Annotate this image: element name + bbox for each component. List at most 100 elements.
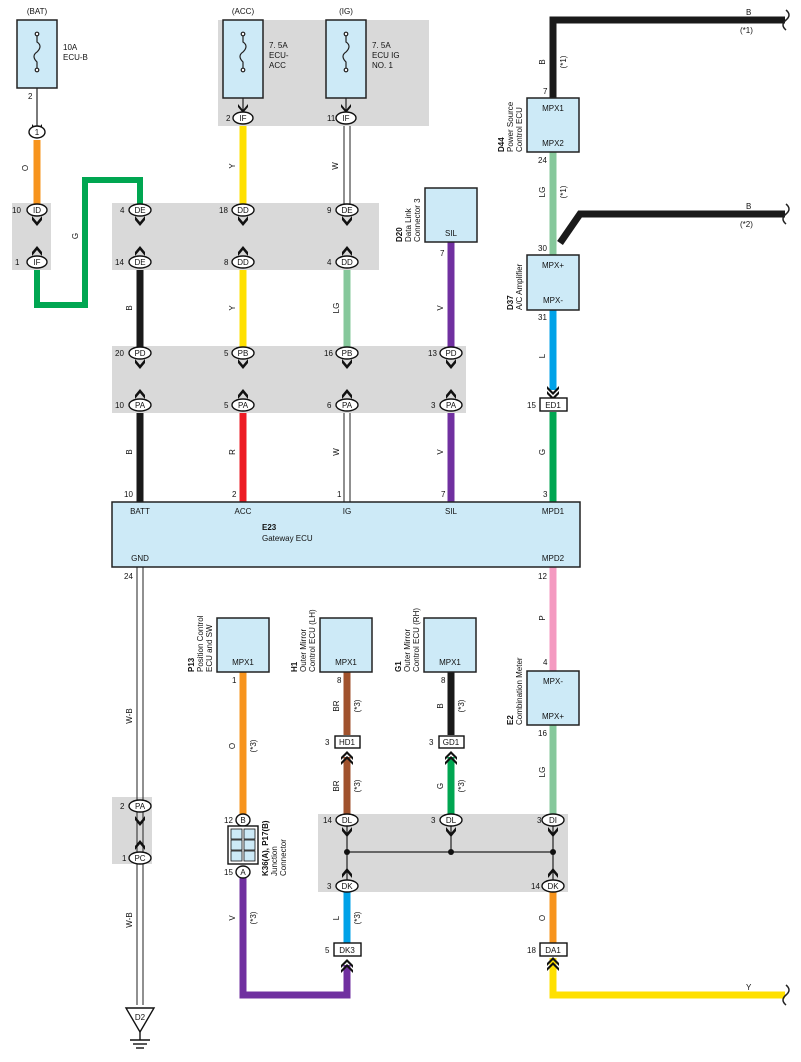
power-ig-label: (IG) [339,7,353,16]
connector-label: DD [237,258,249,267]
connector-label: DE [134,206,145,215]
wires [33,16,785,1005]
connector-label: A [240,868,246,877]
connector-label: DE [134,258,145,267]
fuse-ecu-acc-name: ECU- [269,51,289,60]
fuse-ecu-ig-name2: NO. 1 [372,61,393,70]
g1-name1: Outer Mirror [403,629,412,672]
power-acc-label: (ACC) [232,7,255,16]
wire-color-label: Y [746,983,752,992]
wire-note-label: (*3) [249,911,258,924]
pin-label: 3 [429,738,434,747]
d20-name2: Connector 3 [413,198,422,242]
wire-color-label: B [746,8,751,17]
grey-regions [12,20,568,892]
wire-color-label: LG [538,767,547,778]
pin-label: 2 [120,802,125,811]
h1-name2: Control ECU (LH) [308,609,317,672]
wire-color-label: V [228,915,237,921]
pin-label: 4 [543,658,548,667]
wire-color-label: LG [538,187,547,198]
connector-label: HD1 [339,738,356,747]
pin-label: 1 [15,258,20,267]
h1-name1: Outer Mirror [299,629,308,672]
labels: (BAT) (ACC) (IG) 10A ECU-B 7. 5A ECU- AC… [12,7,753,1022]
d37-pin1: MPX+ [542,261,564,270]
gateway-pin-mpd2: MPD2 [542,554,565,563]
wire-color-label: R [228,449,237,455]
wire-color-label: BR [332,700,341,711]
pin-label: 2 [232,490,237,499]
pin-label: 18 [527,946,536,955]
p13-pin: MPX1 [232,658,254,667]
wire-note-label: (*2) [740,220,753,229]
wire-color-label: W [332,448,341,456]
g1-code: G1 [394,661,403,672]
connector-label: PB [238,349,249,358]
pin-label: 14 [323,816,332,825]
wire-color-label: B [436,703,445,708]
wire-note-label: (*3) [249,739,258,752]
pin-label: 10 [124,490,133,499]
gateway-pin-acc: ACC [235,507,252,516]
junction-name1: Junction [270,846,279,876]
wire-color-label: O [228,743,237,749]
pin-label: 10 [115,401,124,410]
d20-code: D20 [395,227,404,242]
wire-break-marks [782,9,790,1006]
pin-label: 7 [543,87,548,96]
pin-label: 20 [115,349,124,358]
connector-label: PD [445,349,456,358]
pin-label: 5 [325,946,330,955]
wire-note-label: (*1) [740,26,753,35]
d44-code: D44 [497,137,506,152]
d44-pin2: MPX2 [542,139,564,148]
pin-label: 3 [327,882,332,891]
pin-label: 6 [327,401,332,410]
connector-label: DK3 [339,946,355,955]
connector-label: PA [135,401,146,410]
connector-label: B [240,816,245,825]
fuse-ecu-acc-rating: 7. 5A [269,41,288,50]
junction-name2: Connector [279,839,288,876]
gateway-code: E23 [262,523,277,532]
pin-label: 8 [224,258,229,267]
wire-color-label: B [538,59,547,64]
pin-label: 13 [428,349,437,358]
wire-color-label: B [746,202,751,211]
fuse-ecu-ig-rating: 7. 5A [372,41,391,50]
pin-label: 15 [224,868,233,877]
component-boxes [16,19,581,726]
pin-label: 10 [12,206,21,215]
connector-label: DA1 [545,946,561,955]
pin-label: 16 [538,729,547,738]
connector-label: DD [341,258,353,267]
connector-label: PC [134,854,145,863]
gateway-pin-sil: SIL [445,507,458,516]
wire-note-label: (*1) [559,55,568,68]
gateway-name: Gateway ECU [262,534,313,543]
wire-note-label: (*3) [353,779,362,792]
connector-label: 1 [35,128,40,137]
wire-color-label: L [332,915,341,920]
pin-label: 24 [538,156,547,165]
e2-pin2: MPX+ [542,712,564,721]
pin-label: 16 [324,349,333,358]
wire-color-label: Y [228,163,237,169]
connector-label: ID [33,206,41,215]
wire-color-label: V [436,449,445,455]
rotated-wire-labels: O G Y W B Y LG V B R W V B (*1) LG (*1) … [21,55,568,927]
pin-label: 12 [224,816,233,825]
pin-label: 18 [219,206,228,215]
pin-label: 30 [538,244,547,253]
pin-label: 3 [431,816,436,825]
p13-name1: Position Control [196,615,205,672]
pin-label: 9 [327,206,332,215]
e2-pin1: MPX- [543,677,563,686]
wire-color-label: V [436,305,445,311]
junction-connector [227,825,259,865]
pin-label: 5 [224,349,229,358]
pin-label: 3 [325,738,330,747]
connector-label: PA [135,802,146,811]
connector-label: DK [547,882,559,891]
